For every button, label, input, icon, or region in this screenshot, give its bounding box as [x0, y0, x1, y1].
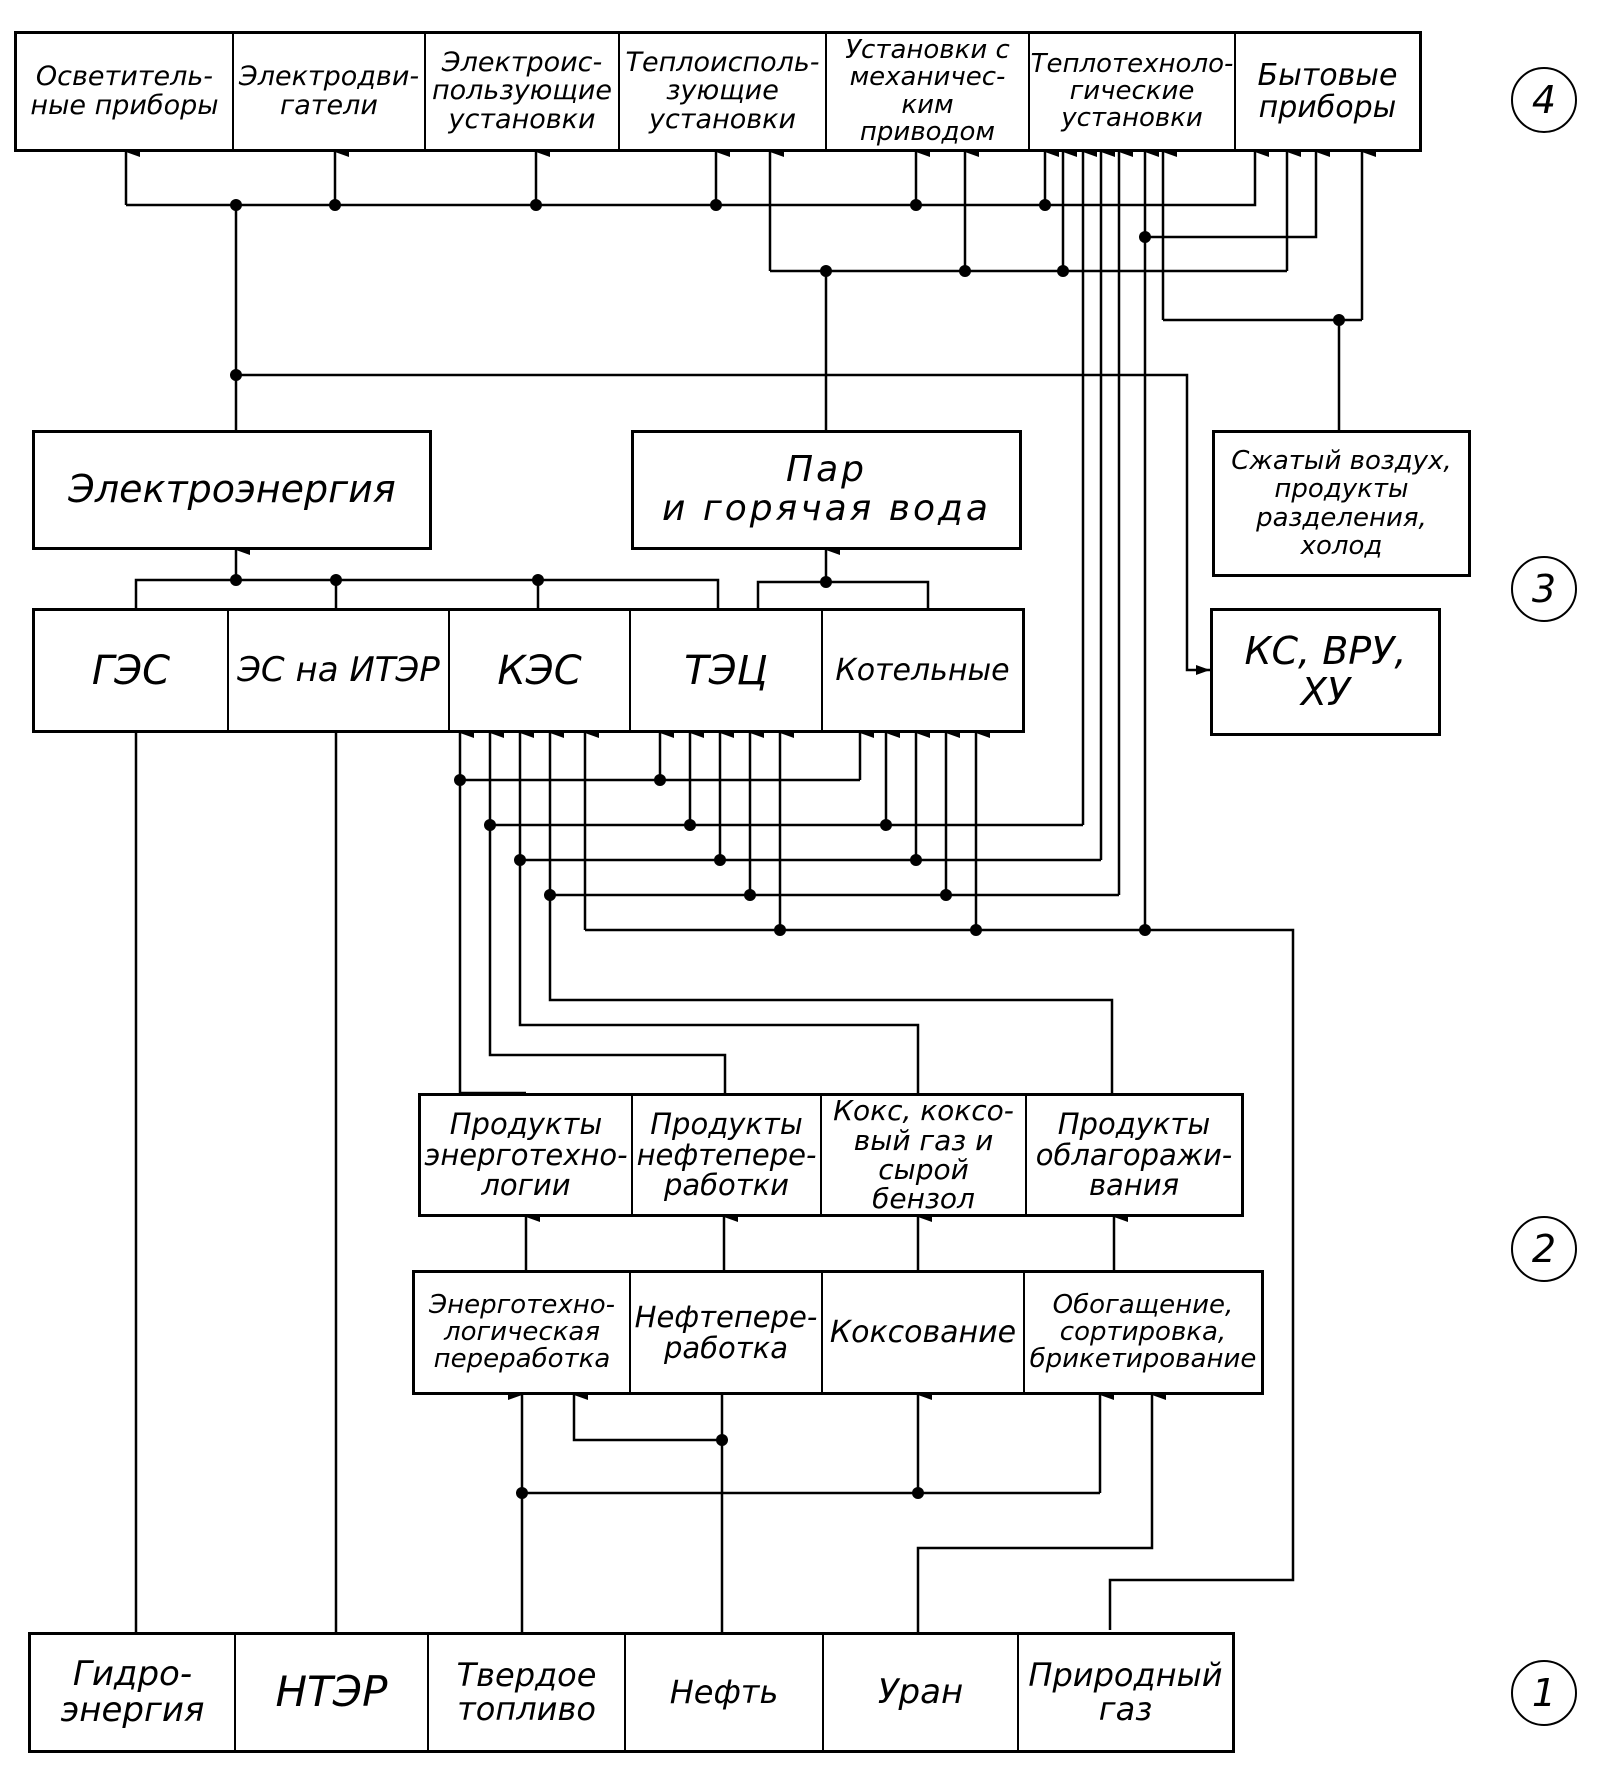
plant-boilers: Котельные	[835, 652, 1010, 688]
plant-secondary-resources: ЭС на ИТЭР	[237, 649, 440, 690]
processing-row: Энерготехно- логическая переработка Нефт…	[412, 1270, 1264, 1395]
consumer-lighting: Осветитель- ные приборы	[30, 61, 219, 121]
source-solid-fuel: Твердое топливо	[456, 1655, 597, 1728]
source-ntep: НТЭР	[275, 1667, 388, 1717]
level-marker-4: 4	[1511, 67, 1577, 133]
steam-hot-water-box: Пар и горячая вода	[631, 430, 1022, 550]
consumers-row: Осветитель- ные приборы Электродви- гате…	[14, 31, 1422, 152]
consumer-motors: Электродви- гатели	[238, 61, 420, 121]
consumer-mechanical-drive: Установки с механичес- ким приводом	[845, 34, 1010, 147]
consumer-heat-installations: Теплоисполь- зующие установки	[625, 46, 820, 135]
source-hydro: Гидро- энергия	[60, 1653, 205, 1730]
process-coking: Коксование	[829, 1314, 1017, 1350]
power-plants-row: ГЭС ЭС на ИТЭР КЭС ТЭЦ Котельные	[32, 608, 1025, 733]
product-coke: Кокс, коксо- вый газ и сырой бензол	[833, 1094, 1014, 1216]
sources-row: Гидро- энергия НТЭР Твердое топливо Нефт…	[28, 1632, 1235, 1753]
process-enrichment: Обогащение, сортировка, брикетирование	[1029, 1289, 1257, 1375]
product-enrichment: Продукты облагоражи- вания	[1035, 1107, 1233, 1203]
consumer-heat-technological: Теплотехноло- гические установки	[1030, 48, 1234, 134]
product-oil-refining: Продукты нефтепере- работки	[636, 1107, 817, 1203]
consumer-electric-installations: Электроис- пользующие установки	[432, 46, 612, 135]
source-oil: Нефть	[669, 1672, 779, 1711]
compressor-stations-box: КС, ВРУ, ХУ	[1210, 608, 1441, 736]
consumer-household: Бытовые приборы	[1257, 58, 1398, 125]
level-marker-3: 3	[1511, 556, 1577, 622]
level-marker-1: 1	[1511, 1660, 1577, 1726]
level-marker-2: 2	[1511, 1216, 1577, 1282]
process-oil-refining: Нефтепере- работка	[634, 1300, 818, 1365]
source-natural-gas: Природный газ	[1028, 1655, 1223, 1728]
plant-chp: ТЭЦ	[684, 647, 768, 694]
plant-hydro: ГЭС	[91, 647, 171, 694]
products-row: Продукты энерготехно- логии Продукты неф…	[418, 1093, 1244, 1217]
plant-condensing: КЭС	[497, 647, 582, 694]
compressed-air-box: Сжатый воздух, продукты разделения, холо…	[1212, 430, 1471, 577]
electricity-box: Электроэнергия	[32, 430, 432, 550]
source-uranium: Уран	[877, 1671, 964, 1712]
process-energotech: Энерготехно- логическая переработка	[428, 1289, 616, 1375]
product-energotech: Продукты энерготехно- логии	[424, 1107, 628, 1203]
